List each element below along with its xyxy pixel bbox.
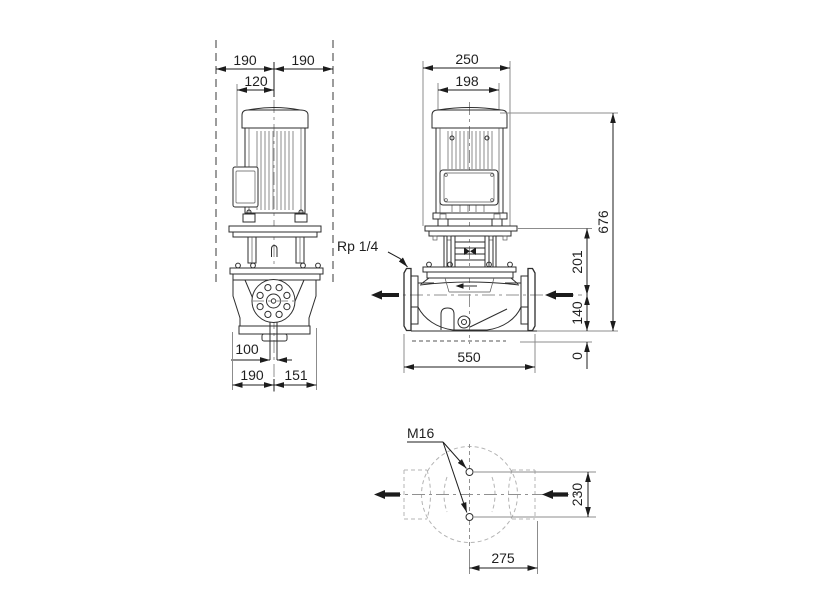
dim-label-550: 550 [457, 349, 481, 365]
front-view: 250 198 [337, 51, 618, 373]
flow-arrow-left-icon [374, 490, 400, 499]
coupling-section-front [422, 225, 518, 279]
dim-label-201: 201 [569, 250, 585, 274]
dim-label-190-base: 190 [240, 367, 264, 383]
guard-rails [443, 236, 497, 268]
flange-bolt-holes [256, 284, 291, 318]
terminal-box-side [232, 166, 259, 208]
rotation-arrow-icon [455, 283, 464, 289]
suction-flange [403, 267, 412, 332]
shaft-end [271, 244, 278, 257]
motor-side [232, 107, 309, 223]
dim-envelope-width: 190 190 [216, 52, 333, 97]
dim-label-140: 140 [569, 301, 585, 325]
pump-casing-side [232, 279, 317, 360]
flow-arrow-right-icon [542, 490, 568, 499]
dim-label-676: 676 [595, 210, 611, 234]
flow-arrow-left-icon [371, 290, 399, 300]
side-view: 190 190 120 [215, 40, 334, 392]
dim-label-0: 0 [569, 352, 585, 360]
anchor-bolt-label: M16 [407, 425, 434, 441]
dim-label-120: 120 [244, 73, 268, 89]
dim-label-100: 100 [235, 341, 259, 357]
flow-arrow-right-icon [545, 290, 573, 300]
dim-label-230: 230 [569, 483, 585, 507]
dim-label-151: 151 [284, 367, 308, 383]
coupling-section-side [228, 225, 324, 281]
dim-label-275: 275 [491, 550, 515, 566]
gauge-port-label: Rp 1/4 [337, 238, 378, 254]
dim-bolt-span: 230 [569, 472, 591, 517]
dim-base-width: 190 151 [232, 328, 317, 391]
dim-motor-width: 250 [422, 51, 511, 226]
vertical-dimensions: 676 201 140 0 [500, 112, 618, 369]
plan-view: M16 230 275 [374, 425, 596, 574]
coupling-symbol [470, 247, 476, 255]
anchor-bolt-callout: M16 [407, 425, 468, 513]
dim-label-198: 198 [455, 73, 479, 89]
motor-fins [447, 131, 493, 212]
dim-label-190-right: 190 [291, 52, 315, 68]
dim-drain-offset: 100 [231, 341, 292, 363]
dim-terminal-box-offset: 120 [236, 73, 274, 166]
discharge-flange [527, 267, 536, 332]
dim-port-to-port: 550 [403, 334, 536, 373]
dim-label-250: 250 [455, 51, 479, 67]
gauge-port-callout: Rp 1/4 [337, 238, 408, 268]
dim-bolt-offset: 275 [469, 521, 538, 574]
motor-front [431, 107, 508, 227]
dim-motor-diameter: 198 [437, 73, 500, 110]
motor-fins [256, 131, 294, 210]
dim-label-190-left: 190 [233, 52, 257, 68]
coupling-symbol [464, 247, 470, 255]
anchor-bolt-hole-top [465, 468, 474, 476]
anchor-bolt-hole-bottom [465, 513, 474, 521]
pump-casing-front [403, 267, 618, 342]
terminal-box-front [439, 169, 499, 206]
